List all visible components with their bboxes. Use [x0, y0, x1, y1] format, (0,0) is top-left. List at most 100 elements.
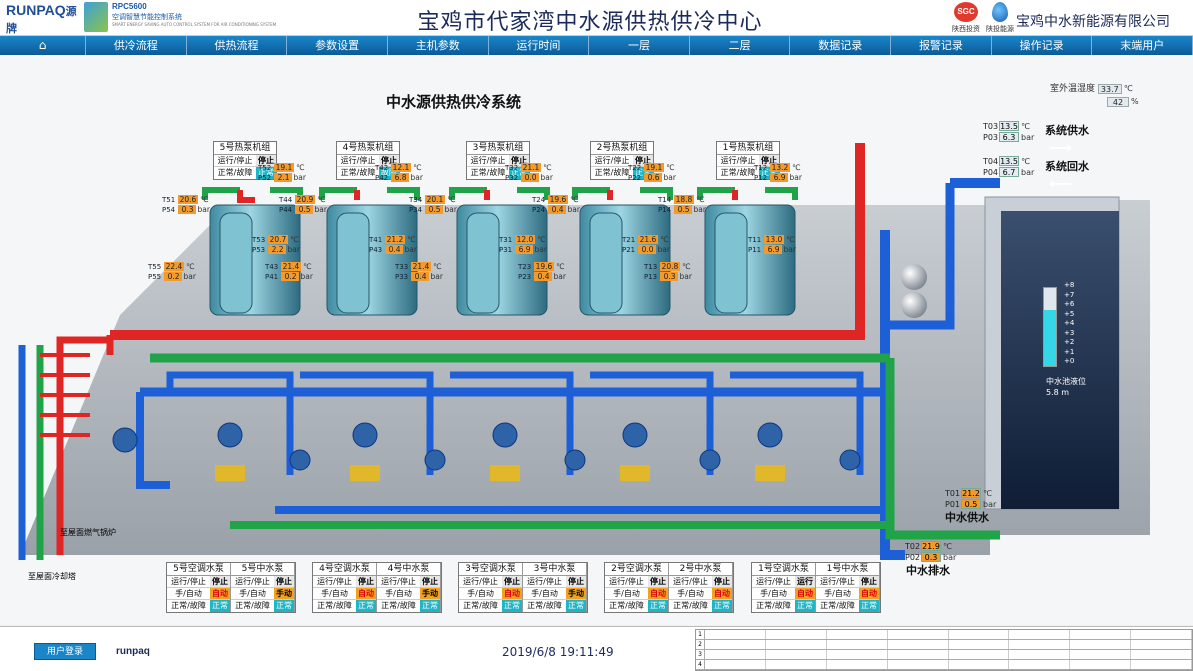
sensor-value: 19.6 — [547, 195, 569, 204]
sensor-readout: T11 13.0℃ — [748, 235, 795, 245]
nav-end-users[interactable]: 末端用户 — [1092, 36, 1193, 55]
sensor-unit: ℃ — [296, 163, 305, 172]
nav-floor-1[interactable]: 一层 — [589, 36, 690, 55]
run-stop-label: 运行/停止 — [820, 577, 855, 586]
sensor-id: T51 — [162, 196, 176, 204]
water-level-value: 5.8 m — [1046, 388, 1069, 397]
mode-state[interactable]: 自动 — [712, 588, 732, 599]
ok-fault-label: 正常/故障 — [317, 601, 352, 610]
mode-state[interactable]: 手动 — [566, 588, 586, 599]
mode-state[interactable]: 自动 — [502, 588, 522, 599]
log-row[interactable]: 3 — [696, 650, 1192, 660]
nav-param-settings[interactable]: 参数设置 — [287, 36, 388, 55]
hot-riser-pipe — [56, 335, 114, 555]
ok-fault-label: 正常/故障 — [470, 168, 506, 177]
sensor-unit: bar — [553, 272, 566, 281]
run-state[interactable]: 停止 — [633, 155, 653, 166]
mode-state[interactable]: 手动 — [420, 588, 440, 599]
sensor-id: T41 — [369, 236, 383, 244]
sensor-readout: T42 12.1℃ — [375, 163, 422, 173]
sensor-unit: ℃ — [433, 262, 442, 271]
run-state[interactable]: 停止 — [859, 576, 879, 587]
sensor-value: 0.5 — [673, 205, 692, 214]
drop-logo-caption: 陕投能源 — [986, 25, 1014, 33]
sensor-id: T52 — [258, 164, 272, 172]
sensor-id: P41 — [265, 273, 279, 281]
mode-state[interactable]: 自动 — [356, 588, 376, 599]
sensor-value: 0.4 — [410, 272, 429, 281]
water-pool — [1001, 211, 1119, 509]
run-state[interactable]: 停止 — [509, 155, 529, 166]
sensor-value: 6.9 — [514, 245, 533, 254]
pump-name: 5号中水泵 — [231, 563, 294, 576]
level-unit: m — [1061, 388, 1070, 397]
mode-state[interactable]: 自动 — [795, 588, 815, 599]
sensor-unit: bar — [693, 205, 706, 214]
header-bar: RUNPAQ源牌 RPC5600 空调智慧节能控制系统 SMART ENERGY… — [0, 0, 1193, 36]
mode-state[interactable]: 自动 — [210, 588, 230, 599]
system-title: 中水源供热供冷系统 — [386, 93, 522, 111]
page-title: 宝鸡市代家湾中水源供热供冷中心 — [417, 10, 763, 35]
sensor-id: T11 — [748, 236, 762, 244]
run-state[interactable]: 停止 — [274, 576, 294, 587]
nav-cooling-flow[interactable]: 供冷流程 — [86, 36, 187, 55]
heat-pump-name: 5号热泵机组 — [214, 142, 276, 155]
mode-label: 手/自动 — [760, 589, 787, 598]
sensor-readout: T21 21.6℃ — [622, 235, 669, 245]
water-drain-t-unit: ℃ — [943, 542, 952, 551]
nav-alarm-records[interactable]: 报警记录 — [891, 36, 992, 55]
nav-run-time[interactable]: 运行时间 — [488, 36, 590, 55]
run-state[interactable]: 停止 — [210, 576, 230, 587]
supply-pressure: 6.3 — [999, 132, 1019, 142]
nav-data-records[interactable]: 数据记录 — [790, 36, 892, 55]
level-tick: +3 — [1064, 328, 1075, 337]
run-state[interactable]: 停止 — [759, 155, 779, 166]
mode-label: 手/自动 — [677, 589, 704, 598]
sensor-value: 19.6 — [533, 262, 555, 271]
sensor-unit: ℃ — [413, 163, 422, 172]
mode-state[interactable]: 手动 — [274, 588, 294, 599]
mode-state[interactable]: 自动 — [859, 588, 879, 599]
event-log-table[interactable]: 123456 — [695, 629, 1193, 671]
footer-bar: 用户登录 runpaq 2019/6/8 19:11:49 123456 — [0, 626, 1193, 671]
heat-pump-name: 2号热泵机组 — [591, 142, 653, 155]
login-button[interactable]: 用户登录 — [34, 643, 96, 660]
run-state[interactable]: 停止 — [356, 576, 376, 587]
log-cell — [827, 650, 888, 659]
pump-panel-5: 5号空调水泵 运行/停止停止 手/自动自动 正常/故障正常 5号中水泵 运行/停… — [166, 562, 296, 613]
run-state[interactable]: 停止 — [566, 576, 586, 587]
mode-state[interactable]: 自动 — [648, 588, 668, 599]
nav-heating-flow[interactable]: 供热流程 — [186, 36, 288, 55]
log-row[interactable]: 2 — [696, 640, 1192, 650]
log-cell — [766, 650, 827, 659]
sensor-unit: ℃ — [447, 195, 456, 204]
sensor-id: P43 — [369, 246, 383, 254]
nav-floor-2[interactable]: 二层 — [689, 36, 791, 55]
sensor-unit: bar — [293, 173, 306, 182]
run-state[interactable]: 停止 — [712, 576, 732, 587]
sensor-id: P55 — [148, 273, 162, 281]
nav-operation-records[interactable]: 操作记录 — [991, 36, 1093, 55]
run-state[interactable]: 停止 — [256, 155, 276, 166]
mode-label: 手/自动 — [824, 589, 851, 598]
nav-home-button[interactable]: ⌂ — [0, 36, 86, 55]
pump-panel-4: 4号空调水泵 运行/停止停止 手/自动自动 正常/故障正常 4号中水泵 运行/停… — [312, 562, 442, 613]
sensor-unit: ℃ — [570, 195, 579, 204]
sensor-readout: T52 19.1℃ — [258, 163, 305, 173]
fault-state: 正常 — [795, 600, 815, 612]
blue-pump-loops — [166, 371, 864, 475]
run-state[interactable]: 停止 — [502, 576, 522, 587]
supply-t-unit: ℃ — [1021, 122, 1030, 131]
pump-name: 4号空调水泵 — [313, 563, 376, 576]
run-state[interactable]: 停止 — [648, 576, 668, 587]
log-row[interactable]: 1 — [696, 630, 1192, 640]
log-row[interactable]: 4 — [696, 660, 1192, 670]
run-state[interactable]: 停止 — [420, 576, 440, 587]
run-state[interactable]: 运行 — [795, 576, 815, 587]
sensor-value: 2.1 — [273, 173, 292, 182]
level-tick: +4 — [1064, 319, 1075, 327]
nav-host-params[interactable]: 主机参数 — [387, 36, 489, 55]
run-state[interactable]: 停止 — [379, 155, 399, 166]
